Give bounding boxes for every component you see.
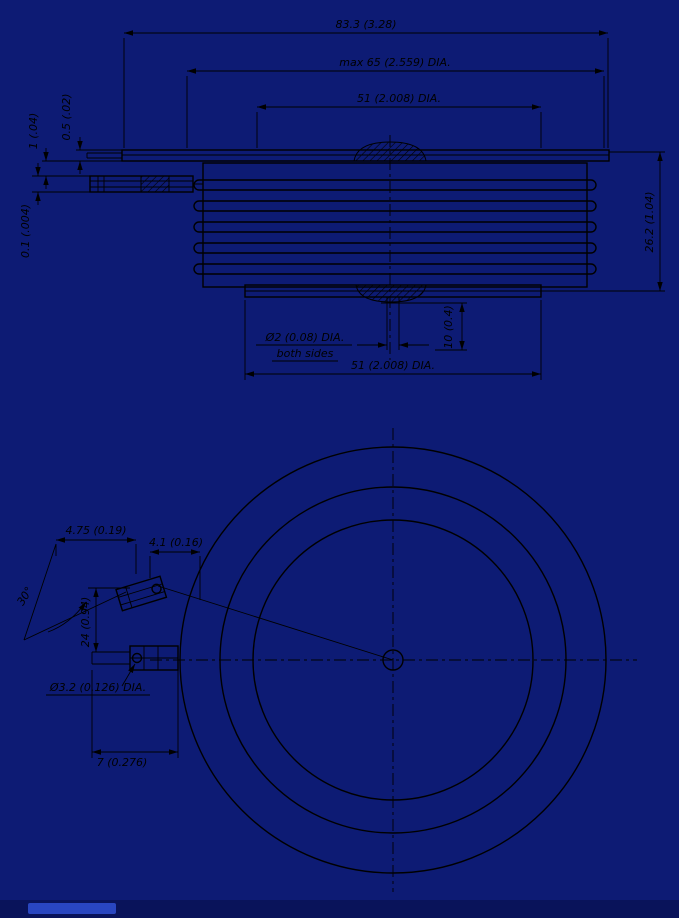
lead-spacing-label: 24 (0.94) [79, 597, 92, 648]
overall-diameter-label: 83.3 (3.28) [335, 18, 396, 31]
gate-diagonal-line [157, 585, 394, 661]
height-label: 26.2 (1.04) [643, 191, 656, 252]
gate-tab [115, 575, 168, 612]
footer-bar [0, 900, 679, 918]
recess-depth-label: 10 (0.4) [442, 305, 455, 349]
dim-max-diameter: max 65 (2.559) DIA. [186, 56, 605, 148]
dim-tab-length: 7 (0.276) [91, 670, 179, 769]
dim-height: 26.2 (1.04) [541, 151, 665, 292]
gate-tab-width-label: 4.1 (0.16) [149, 536, 203, 549]
dim-top-pole-diameter: 51 (2.008) DIA. [256, 92, 542, 148]
gate-lead-plan [91, 645, 179, 671]
pin-hole-note-label: both sides [277, 347, 334, 360]
dim-recess-depth: 10 (0.4) [404, 302, 467, 351]
plan-circles [179, 446, 607, 874]
gate-lead-section [89, 175, 203, 193]
top-pole-diameter-label: 51 (2.008) DIA. [357, 92, 441, 105]
pin-hole-diameter-label: Ø2 (0.08) DIA. [265, 331, 345, 344]
bottom-pole-diameter-label: 51 (2.008) DIA. [351, 359, 435, 372]
dim-gate-tab-offset: 4.75 (0.19) [23, 524, 137, 641]
flange-thickness-label: 1 (.04) [27, 113, 40, 150]
lead-offset-label: 0.1 (.004) [19, 204, 32, 258]
gate-tab-offset-label: 4.75 (0.19) [65, 524, 126, 537]
tab-length-label: 7 (0.276) [97, 756, 148, 769]
step-label: 0.5 (.02) [60, 93, 73, 140]
footer-strip [0, 900, 679, 918]
dim-lead-diameter: Ø3.2 (0.126) DIA. [46, 663, 150, 696]
section-view: 83.3 (3.28) max 65 (2.559) DIA. 51 (2.00… [19, 18, 665, 380]
dim-lead-spacing: 24 (0.94) [79, 587, 130, 652]
dim-pin-hole: Ø2 (0.08) DIA. both sides [256, 135, 429, 362]
dim-bottom-pole-diameter: 51 (2.008) DIA. [244, 300, 542, 380]
dim-lead-offset: 0.1 (.004) [19, 163, 90, 258]
lead-diameter-label: Ø3.2 (0.126) DIA. [49, 681, 146, 694]
dim-overall-diameter: 83.3 (3.28) [123, 18, 609, 148]
taskbar-button[interactable] [28, 903, 116, 914]
dim-gate-tab-width: 4.1 (0.16) [149, 536, 203, 600]
max-diameter-label: max 65 (2.559) DIA. [339, 56, 450, 69]
